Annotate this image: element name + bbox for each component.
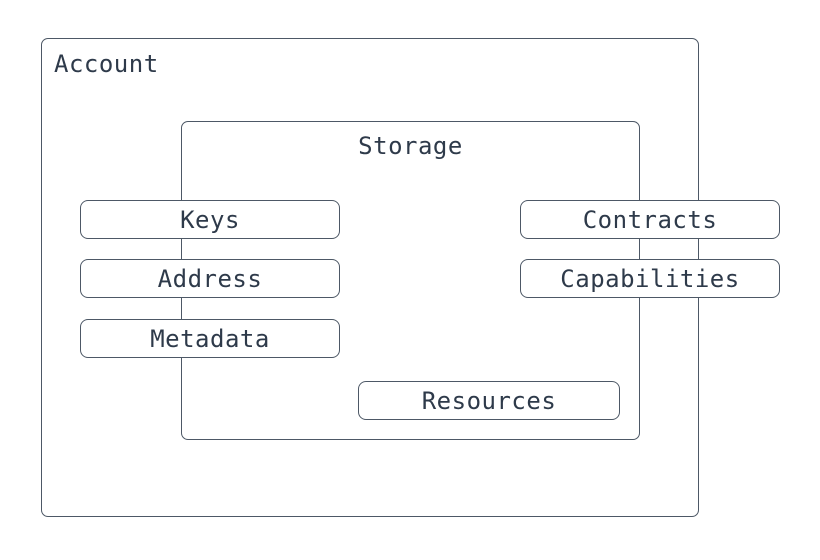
storage-label: Storage	[358, 132, 463, 160]
address-node: Address	[80, 259, 340, 298]
resources-node: Resources	[358, 381, 620, 420]
account-label: Account	[54, 50, 159, 78]
metadata-node: Metadata	[80, 319, 340, 358]
capabilities-node: Capabilities	[520, 259, 780, 298]
contracts-node: Contracts	[520, 200, 780, 239]
keys-node: Keys	[80, 200, 340, 239]
